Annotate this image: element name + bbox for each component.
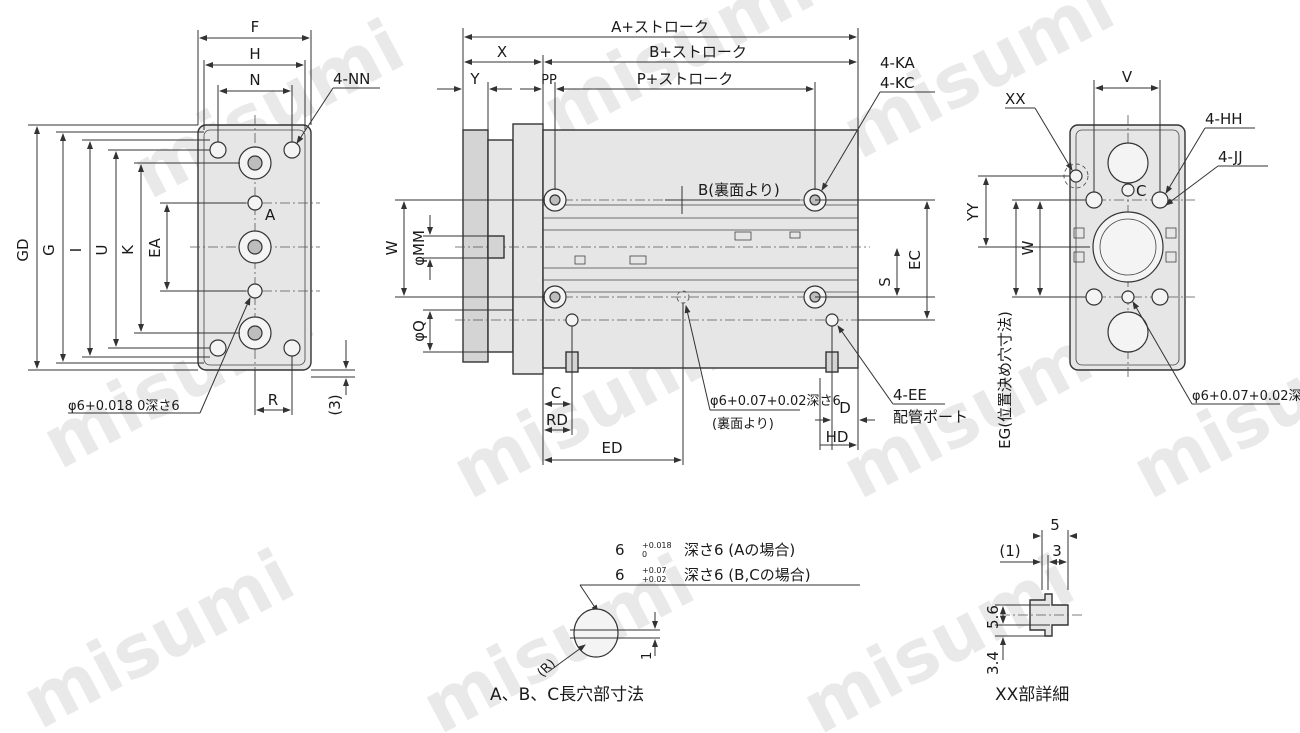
dim-PP: PP — [541, 73, 557, 88]
dim-W-front: W — [383, 240, 401, 255]
dim-3: (3) — [326, 394, 344, 415]
dim-D: D — [839, 399, 851, 417]
back-hole-label: B(裏面より) — [698, 181, 780, 199]
xx-slot — [1069, 169, 1083, 183]
label-4-HH: 4-HH — [1205, 110, 1243, 128]
left-view-pin-hole — [247, 283, 263, 299]
slot-line2-num: 6 — [615, 566, 625, 584]
dim-HD: HD — [826, 428, 849, 446]
dim-C: C — [551, 384, 561, 402]
slot-depth-label: 1 — [640, 652, 655, 660]
left-view-port-inner — [247, 155, 263, 171]
dim-N: N — [249, 71, 260, 89]
left-view-corner-hole — [283, 141, 301, 159]
dim-F: F — [251, 18, 260, 36]
front-hole-note: φ6+0.07+0.02深さ6 — [710, 394, 841, 409]
label-4-EE: 4-EE — [893, 386, 927, 404]
front-main-body — [542, 129, 859, 369]
xx-caption: XX部詳細 — [995, 685, 1069, 705]
xx-detail: 5 (1) 3 5.6 3.4 XX部詳細 — [984, 516, 1085, 705]
slot-line1-tol-bot: 0 — [642, 550, 647, 559]
dim-W-right: W — [1019, 240, 1037, 255]
slot-line1-tol-top: +0.018 — [642, 541, 672, 550]
front-end-plate — [462, 129, 489, 363]
front-rod-cover — [512, 123, 544, 375]
xx-dim-5: 5 — [1050, 516, 1060, 534]
dim-Y: Y — [469, 70, 480, 88]
dim-I: I — [67, 248, 85, 252]
label-4-NN: 4-NN — [333, 70, 370, 88]
hole-label-C: C — [1136, 182, 1146, 200]
slot-line2-text: 深さ6 (B,Cの場合) — [684, 566, 811, 584]
right-hole-note: φ6+0.07+0.02深さ6 — [1192, 389, 1300, 404]
dim-P-stroke: P+ストローク — [637, 70, 734, 88]
left-view-corner-hole — [209, 339, 227, 357]
dim-R: R — [268, 391, 278, 409]
front-port — [565, 313, 579, 327]
dim-V: V — [1122, 68, 1133, 86]
dim-YY: YY — [964, 202, 982, 222]
slot-detail: 6 +0.018 0 深さ6 (Aの場合) 6 +0.07 +0.02 深さ6 … — [490, 541, 860, 705]
xx-dim-3: 3 — [1052, 542, 1062, 560]
front-hole-note-back: (裏面より) — [712, 417, 774, 432]
left-hole-note: φ6+0.018 0深さ6 — [68, 399, 180, 414]
label-EG: EG(位置決め穴寸法) — [996, 311, 1014, 449]
right-view-bore — [1107, 311, 1149, 353]
dim-RD: RD — [546, 411, 568, 429]
slot-shape — [573, 608, 619, 658]
dim-S: S — [876, 277, 894, 287]
left-view-corner-hole — [209, 141, 227, 159]
left-view-inner-outline — [203, 129, 306, 366]
label-XX: XX — [1005, 90, 1026, 108]
label-port: 配管ポート — [893, 408, 968, 426]
dim-B-stroke: B+ストローク — [649, 43, 747, 61]
dim-phiMM: φMM — [410, 230, 428, 266]
xx-dim-5-6: 5.6 — [984, 605, 1002, 629]
front-port — [825, 313, 839, 327]
watermark-text: misumi — [9, 533, 308, 733]
dim-ED: ED — [601, 439, 622, 457]
slot-line1-text: 深さ6 (Aの場合) — [684, 541, 795, 559]
left-view-pin-hole — [247, 195, 263, 211]
left-view-port-inner — [247, 239, 263, 255]
left-view-corner-hole — [283, 339, 301, 357]
right-end-view: V XX 4-HH 4-JJ C YY W EG(位置決め穴寸法) φ6+0.0… — [964, 68, 1300, 449]
slot-line2-tol-bot: +0.02 — [642, 575, 667, 584]
label-4-KA: 4-KA — [880, 54, 916, 72]
dim-G: G — [40, 244, 58, 256]
dim-X: X — [497, 43, 507, 61]
xx-dim-1: (1) — [999, 542, 1020, 560]
left-end-view: F H N 4-NN GD G I U K E — [14, 18, 380, 416]
dim-EA: EA — [146, 237, 164, 257]
dim-GD: GD — [14, 238, 32, 261]
slot-line2-tol-top: +0.07 — [642, 566, 667, 575]
label-4-JJ: 4-JJ — [1218, 148, 1243, 166]
hole-label-A: A — [265, 206, 276, 224]
dim-A-stroke: A+ストローク — [611, 18, 709, 36]
dim-U: U — [93, 245, 111, 256]
right-view-bore — [1107, 142, 1149, 184]
label-4-KC: 4-KC — [880, 74, 914, 92]
dim-EC: EC — [906, 250, 924, 270]
dim-phiQ: φQ — [410, 320, 428, 342]
xx-dim-3-4: 3.4 — [984, 651, 1002, 675]
slot-caption: A、B、C長穴部寸法 — [490, 685, 644, 705]
dim-K: K — [119, 244, 137, 255]
dim-H: H — [249, 45, 260, 63]
front-rod-end — [487, 235, 505, 259]
right-view-piston — [1092, 211, 1164, 283]
left-view-port-inner — [247, 325, 263, 341]
front-side-view: A+ストローク B+ストローク X P+ストローク Y PP 4-KA 4-KC… — [383, 18, 968, 465]
slot-line1-num: 6 — [615, 541, 625, 559]
